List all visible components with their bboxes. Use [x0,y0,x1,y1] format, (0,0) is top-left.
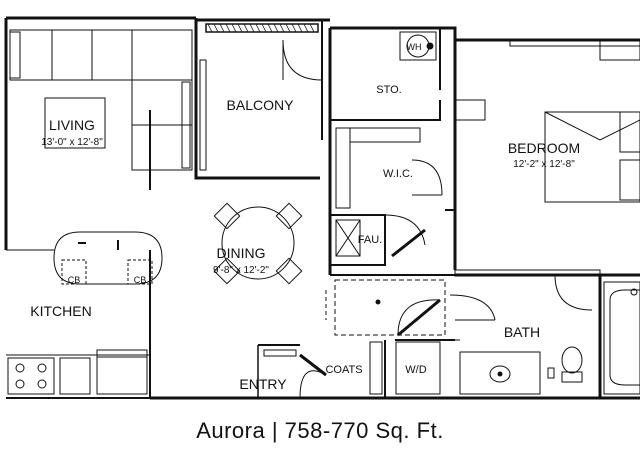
dining-dims: 9'-8" x 12'-2" [213,265,269,276]
kitchen-counters [6,349,150,395]
bed [509,39,640,203]
cabinet-label-left: CB [68,275,81,285]
living-dims: 13'-0" x 12'-8" [41,137,103,148]
storage-label: STO. [376,84,401,96]
cabinet-label-right: CB [134,275,147,285]
plan-title: Aurora | 758-770 Sq. Ft. [196,418,444,443]
wic-label: W.I.C. [383,168,413,180]
storage-fixtures [335,31,437,257]
kitchen-island [6,231,163,285]
closet-fixtures [263,279,446,395]
balcony-rail [199,23,319,171]
dining-table [213,202,303,285]
living-label: LIVING [49,117,95,133]
entry-label: ENTRY [239,376,287,392]
room-labels: LIVING 13'-0" x 12'-8" BALCONY STO. WH B… [30,42,580,392]
water-heater-label: WH [407,42,422,52]
bath-label: BATH [504,324,540,340]
walls [4,16,640,400]
fau-label: FAU. [358,234,382,246]
kitchen-label: KITCHEN [30,303,91,319]
doors [282,39,593,399]
bath-fixtures [454,269,640,395]
balcony-label: BALCONY [227,97,295,113]
bedroom-label: BEDROOM [508,140,580,156]
bedroom-dims: 12'-2" x 12'-8" [513,159,575,170]
dining-label: DINING [217,245,266,261]
washer-dryer-label: W/D [405,364,426,376]
coats-label: COATS [325,364,362,376]
sofa [9,29,193,171]
